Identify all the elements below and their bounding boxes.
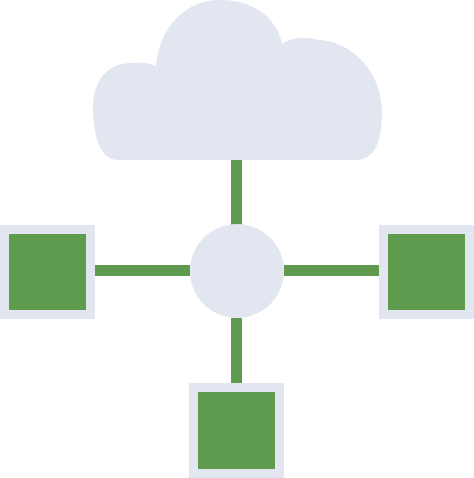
right-node: [379, 225, 474, 319]
square-node-icon: [198, 392, 275, 469]
bottom-node: [189, 383, 284, 478]
left-node: [0, 225, 95, 319]
connector-hub-to-right: [284, 265, 380, 276]
connectors: [94, 160, 380, 384]
square-node-icon: [9, 234, 86, 310]
connector-hub-to-bottom: [231, 318, 242, 384]
hub-node: [190, 224, 284, 318]
connector-hub-to-left: [94, 265, 190, 276]
cloud-shape: [93, 0, 382, 160]
square-node-icon: [388, 234, 465, 310]
connector-cloud-to-hub: [231, 160, 242, 226]
cloud-icon: [93, 0, 382, 160]
